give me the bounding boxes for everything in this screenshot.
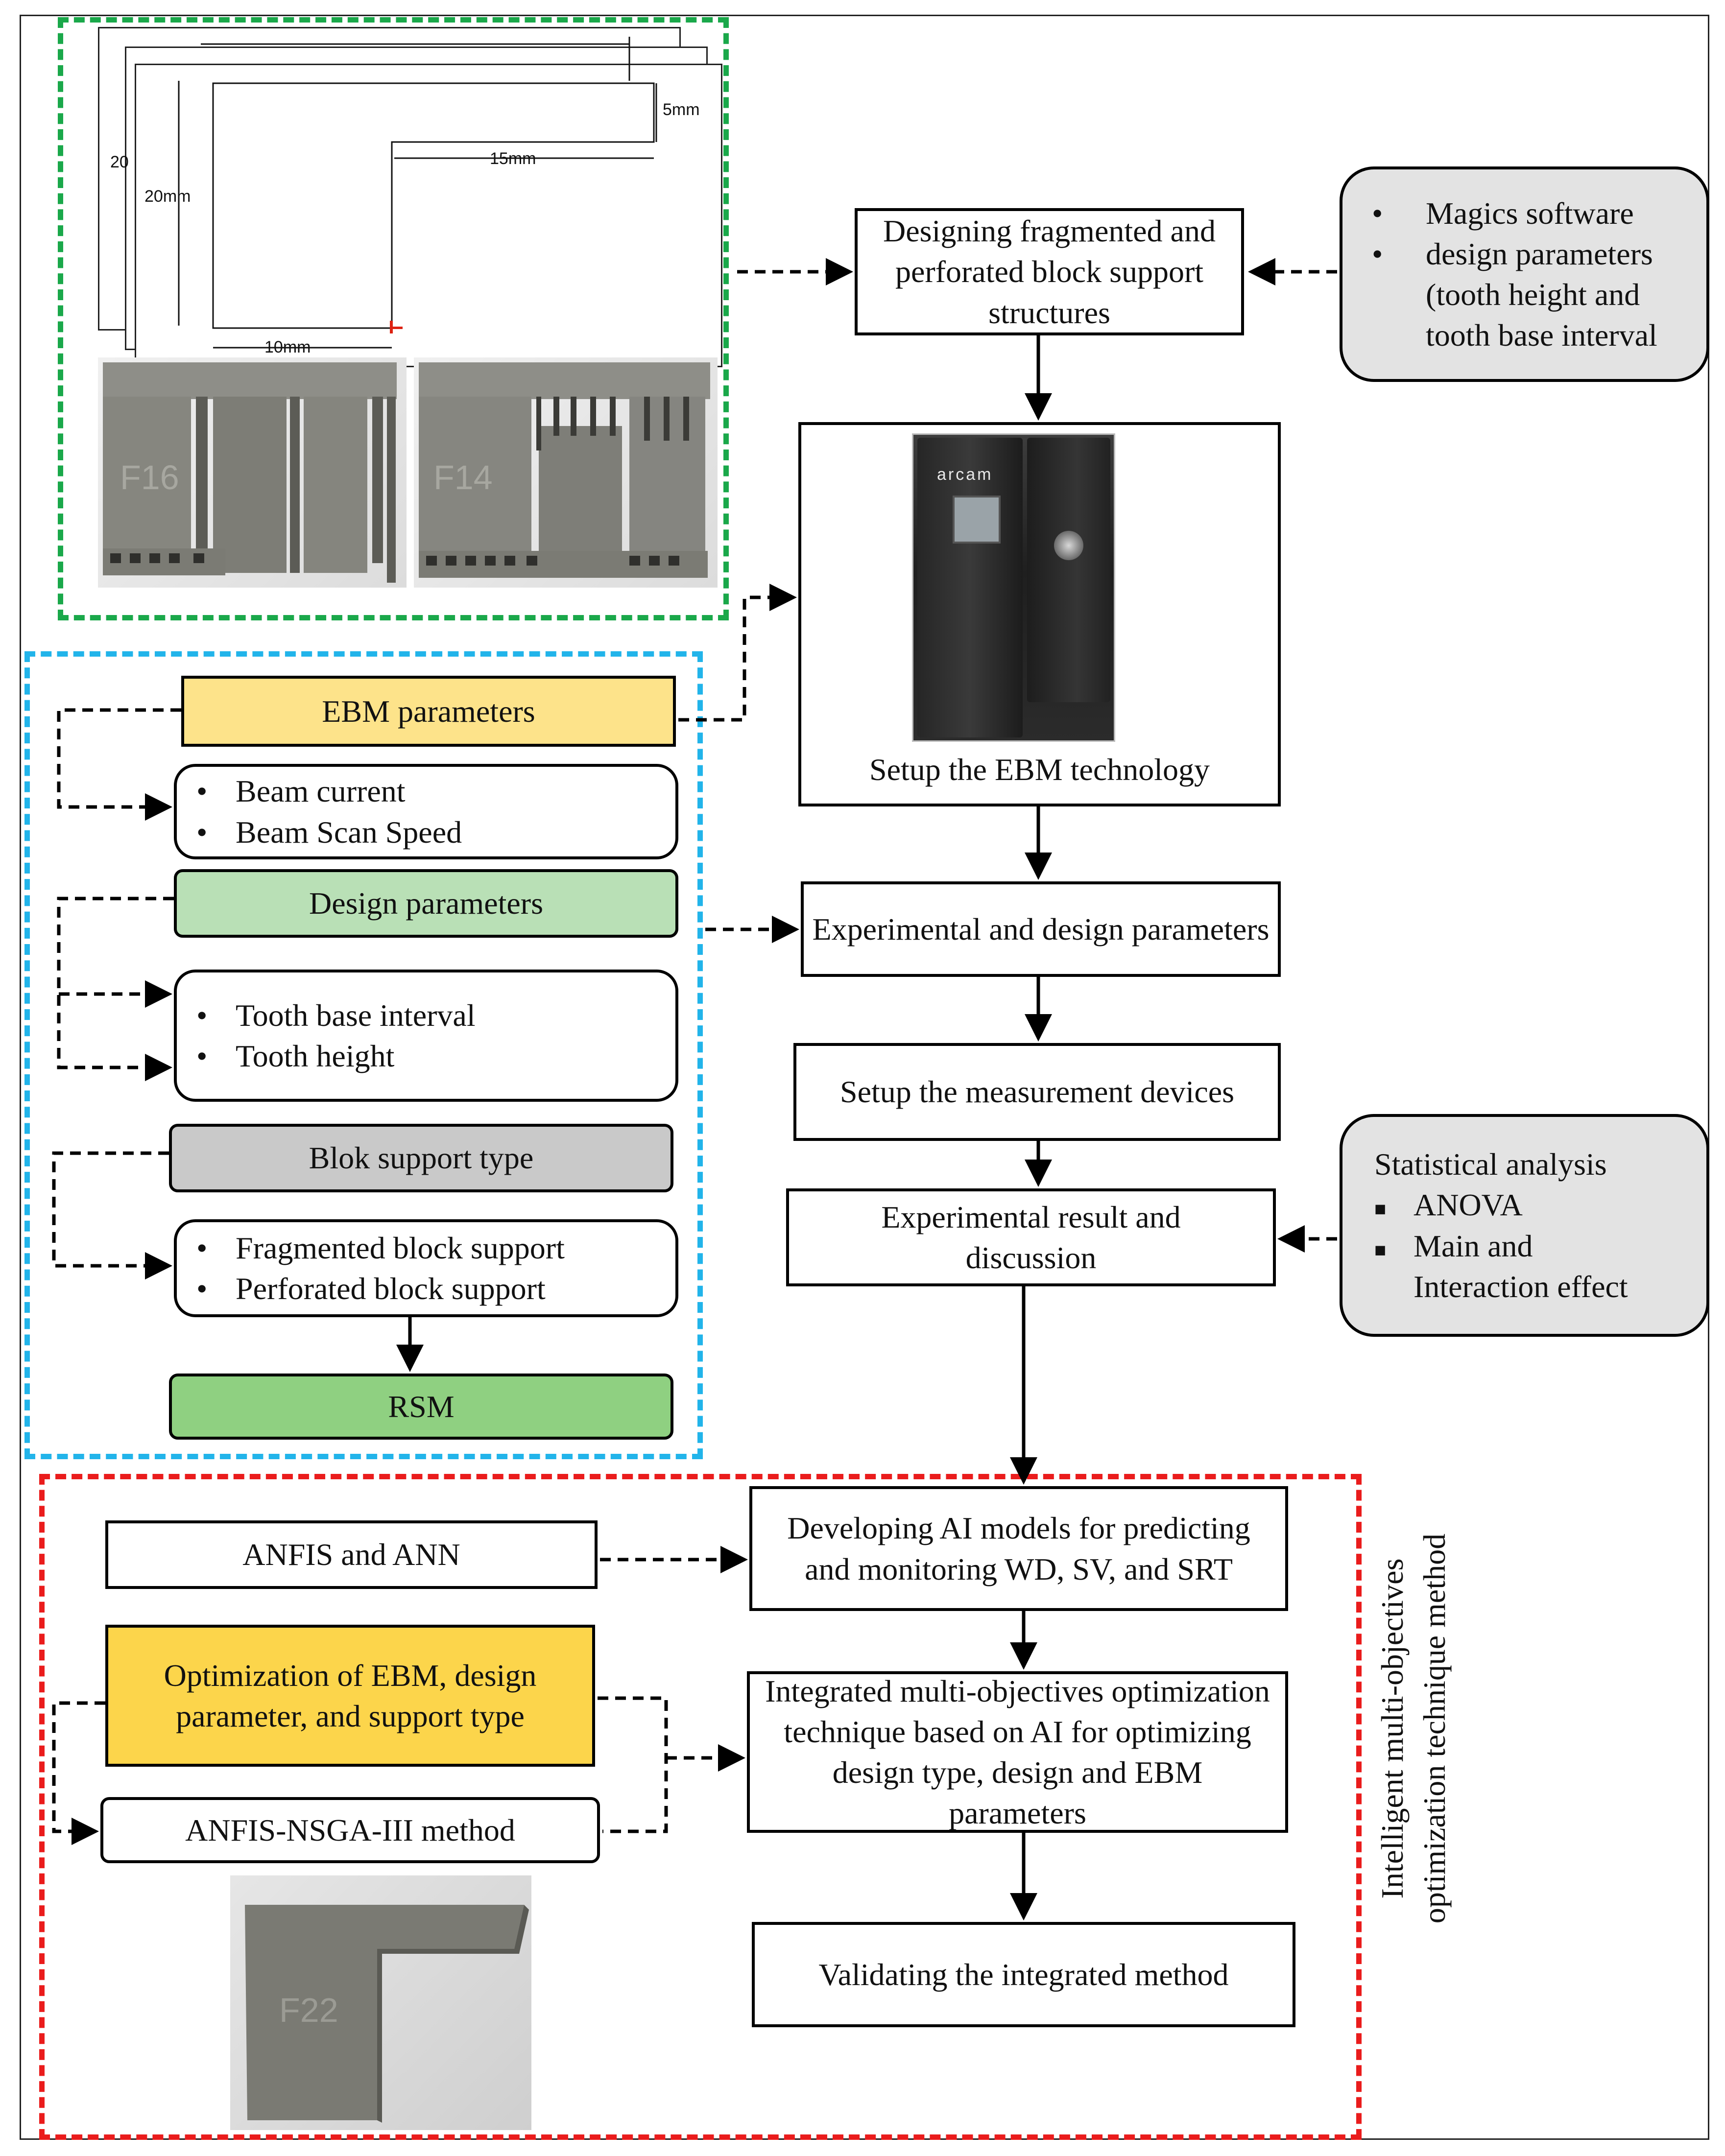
machine-screen [953, 496, 1001, 544]
optimization-box: Optimization of EBM, design parameter, a… [105, 1625, 595, 1767]
design-parameters-box: Design parameters [174, 869, 678, 938]
dim-10mm: 10mm [264, 338, 311, 356]
design-stage-region [58, 17, 729, 620]
experimental-result-box: Experimental result and discussion [786, 1188, 1276, 1286]
ebm-item-beam-current: •Beam current [196, 774, 406, 809]
cad-drawing: 5mm 15mm 20mm 20 10mm [98, 27, 725, 367]
ebm-parameters-box: EBM parameters [181, 676, 676, 747]
ai-models-box: Developing AI models for predicting and … [749, 1486, 1288, 1611]
ebm-item-scan-speed: •Beam Scan Speed [196, 814, 462, 850]
stats-title: Statistical analysis [1374, 1147, 1607, 1182]
statistical-analysis-box: Statistical analysis ■ANOVA ■Main and In… [1340, 1114, 1709, 1337]
support-photo-right-label: F14 [433, 458, 493, 497]
ebm-parameters-list: •Beam current •Beam Scan Speed [174, 764, 678, 859]
support-photo-left-label: F16 [120, 458, 179, 497]
machine-right-cabinet [1027, 438, 1110, 702]
block-support-type-box: Blok support type [169, 1124, 673, 1192]
stats-item-1: ■ANOVA [1374, 1187, 1523, 1223]
magics-item-2: •design parameters (tooth height and too… [1372, 236, 1657, 353]
integrated-optimization-box: Integrated multi-objectives optimization… [747, 1671, 1288, 1833]
block-support-list: •Fragmented block support •Perforated bl… [174, 1219, 678, 1317]
rsm-box: RSM [169, 1374, 673, 1440]
machine-left-cabinet: arcam [917, 438, 1023, 737]
setup-measurement-box: Setup the measurement devices [793, 1043, 1281, 1141]
cad-sheet-front [135, 64, 722, 367]
dim-15mm: 15mm [490, 149, 536, 168]
machine-viewport [1054, 531, 1083, 560]
validating-box: Validating the integrated method [752, 1922, 1295, 2027]
experimental-design-box: Experimental and design parameters [801, 881, 1281, 977]
anfis-nsga-box: ANFIS-NSGA-III method [100, 1797, 600, 1863]
parameter-region [24, 651, 703, 1459]
support-photo-right: F14 [414, 357, 718, 588]
method-vertical-label: Intelligent multi-objectives optimizatio… [1375, 1533, 1452, 1924]
design-item-tooth-base: •Tooth base interval [196, 997, 476, 1033]
optimization-region [39, 1474, 1362, 2140]
magics-software-box: •Magics software •design parameters (too… [1340, 166, 1709, 382]
stats-item-2: ■Main and Interaction effect [1374, 1228, 1628, 1304]
design-item-tooth-height: •Tooth height [196, 1039, 395, 1073]
dim-5mm: 5mm [663, 100, 700, 119]
ebm-machine-photo: arcam [912, 433, 1115, 742]
support-item-fragmented: •Fragmented block support [196, 1230, 565, 1265]
design-parameters-list: •Tooth base interval •Tooth height [174, 970, 678, 1102]
machine-logo: arcam [937, 465, 993, 484]
final-part-photo: F22 [230, 1875, 531, 2130]
anfis-ann-box: ANFIS and ANN [105, 1520, 598, 1589]
magics-item-1: •Magics software [1372, 195, 1634, 231]
dim-20: 20 [110, 153, 129, 171]
support-photo-left: F16 [98, 357, 407, 588]
setup-ebm-label: Setup the EBM technology [869, 752, 1210, 787]
design-structures-box: Designing fragmented and perforated bloc… [855, 208, 1244, 335]
final-part-label: F22 [279, 1991, 338, 2029]
support-item-perforated: •Perforated block support [196, 1271, 546, 1306]
dim-20mm: 20mm [144, 187, 191, 206]
